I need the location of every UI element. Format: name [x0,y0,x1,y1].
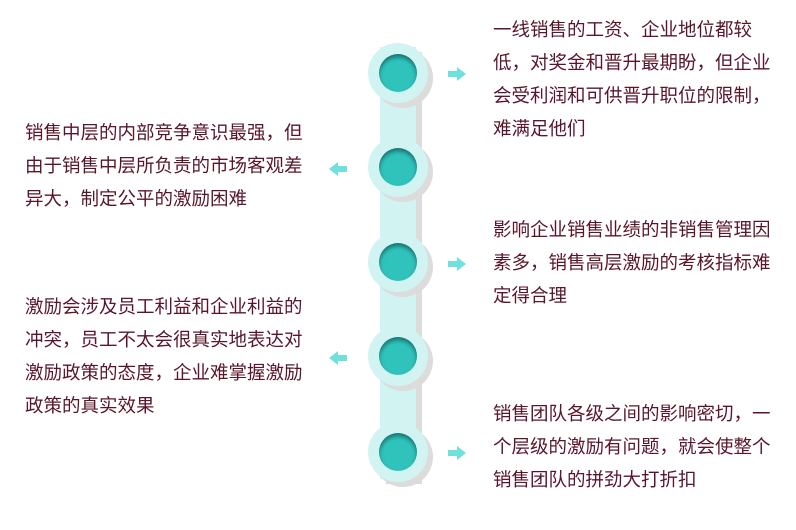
arrow-left-icon [329,162,347,176]
timeline-node-2 [368,137,433,202]
timeline-node-1 [368,43,433,108]
item-text-5: 销售团队各级之间的影响密切，一个层级的激励有问题，就会使整个销售团队的拼劲大打折… [493,404,771,491]
timeline-node-5 [368,422,433,487]
item-text-3: 影响企业销售业绩的非销售管理因素多，销售高层激励的考核指标难定得合理 [493,220,771,307]
item-text-1: 一线销售的工资、企业地位都较低，对奖金和晋升最期盼，但企业会受利润和可供晋升职位… [493,20,771,140]
arrow-left-icon [329,351,347,365]
arrow-right-icon [448,446,466,460]
timeline-node-4 [368,326,433,391]
item-text-2: 销售中层的内部竞争意识最强，但由于销售中层所负责的市场客观差异大，制定公平的激励… [25,123,303,210]
arrow-right-icon [448,257,466,271]
item-text-4: 激励会涉及员工利益和企业利益的冲突，员工不太会很真实地表达对激励政策的态度，企业… [25,297,303,417]
timeline-node-3 [368,232,433,297]
arrow-right-icon [448,67,466,81]
